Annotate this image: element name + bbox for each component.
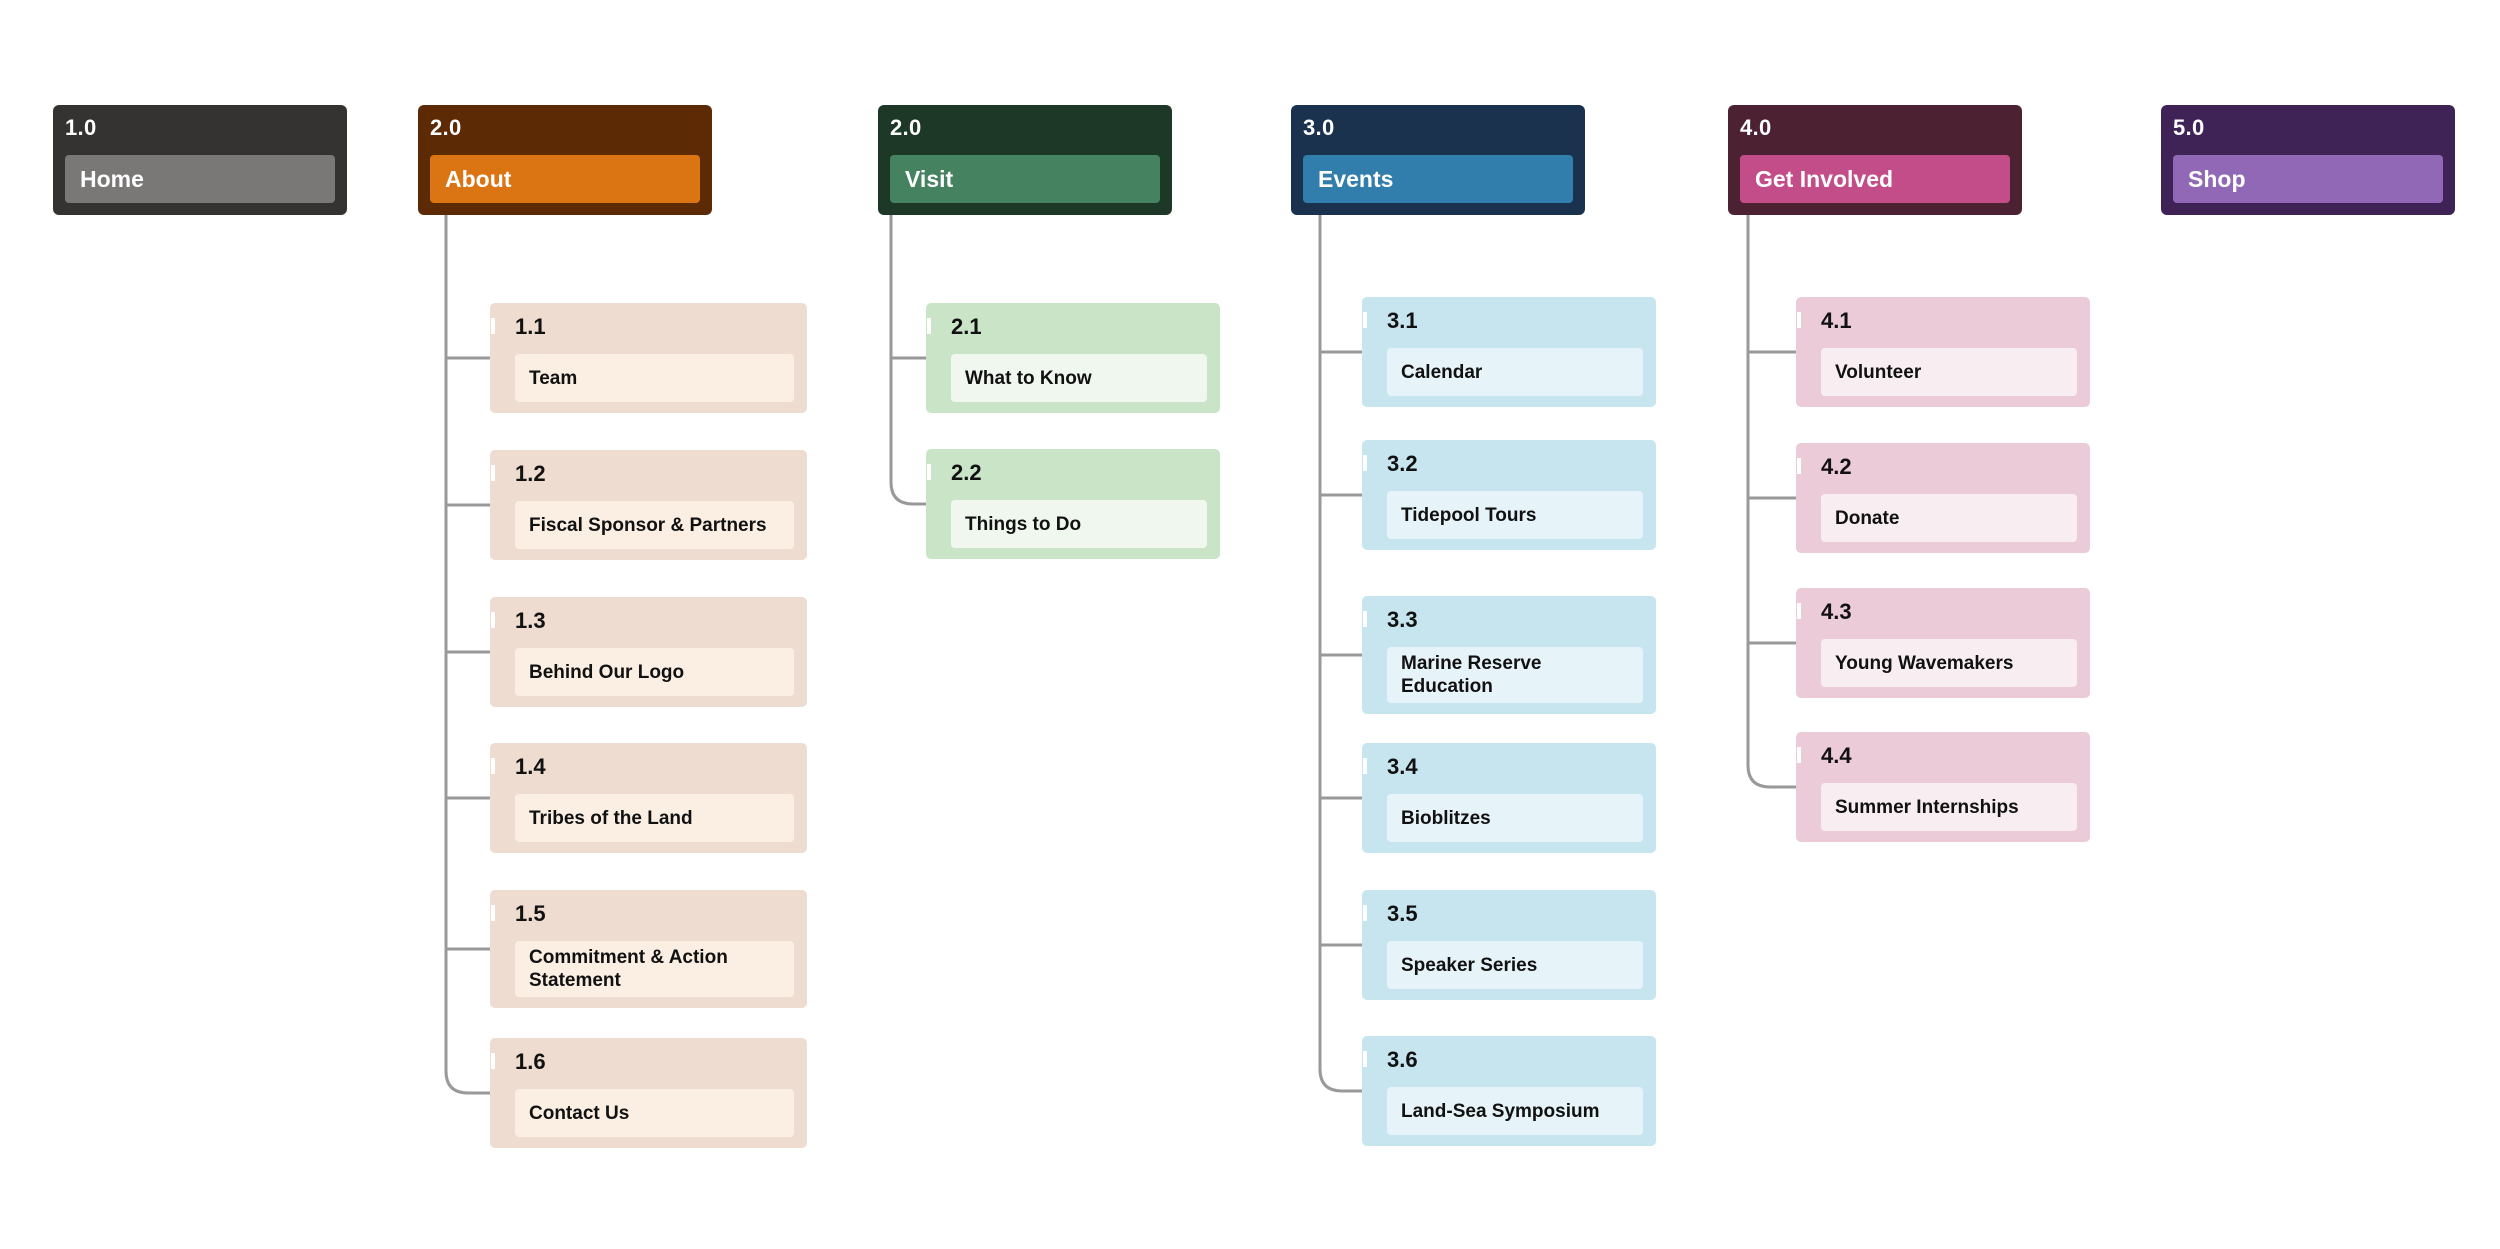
connector-trunk <box>1746 215 1796 789</box>
connector-trunk <box>889 215 926 506</box>
page-label[interactable]: Summer Internships <box>1821 783 2077 831</box>
section-number: 2.0 <box>890 115 922 140</box>
section-number: 1.0 <box>65 115 97 140</box>
card-tab <box>491 758 495 774</box>
page-number: 3.1 <box>1387 308 1418 333</box>
page-label[interactable]: Contact Us <box>515 1089 794 1137</box>
page-label[interactable]: Fiscal Sponsor & Partners <box>515 501 794 549</box>
card-tab <box>1363 1051 1367 1067</box>
connector-trunk <box>444 215 490 1095</box>
card-tab <box>491 905 495 921</box>
card-tab <box>1797 458 1801 474</box>
card-tab <box>1797 312 1801 328</box>
page-number: 4.3 <box>1821 599 1852 624</box>
card-tab <box>491 465 495 481</box>
page-label[interactable]: Tidepool Tours <box>1387 491 1643 539</box>
section-label[interactable]: About <box>430 155 700 203</box>
page-label[interactable]: Bioblitzes <box>1387 794 1643 842</box>
page-label[interactable]: Marine Reserve Education <box>1387 647 1643 703</box>
section-label[interactable]: Events <box>1303 155 1573 203</box>
section-label[interactable]: Home <box>65 155 335 203</box>
page-number: 1.2 <box>515 461 546 486</box>
page-number: 2.1 <box>951 314 982 339</box>
page-number: 4.4 <box>1821 743 1852 768</box>
section-number: 3.0 <box>1303 115 1335 140</box>
card-tab <box>491 612 495 628</box>
page-label[interactable]: Donate <box>1821 494 2077 542</box>
page-number: 3.2 <box>1387 451 1418 476</box>
page-number: 4.1 <box>1821 308 1852 333</box>
page-label[interactable]: Speaker Series <box>1387 941 1643 989</box>
section-number: 5.0 <box>2173 115 2205 140</box>
section-label[interactable]: Get Involved <box>1740 155 2010 203</box>
page-label[interactable]: Tribes of the Land <box>515 794 794 842</box>
page-label[interactable]: Calendar <box>1387 348 1643 396</box>
card-tab <box>1797 747 1801 763</box>
connector-trunk <box>1318 215 1362 1093</box>
page-number: 1.1 <box>515 314 546 339</box>
page-label[interactable]: What to Know <box>951 354 1207 402</box>
card-tab <box>491 1053 495 1069</box>
card-tab <box>491 318 495 334</box>
page-number: 3.6 <box>1387 1047 1418 1072</box>
card-tab <box>1363 455 1367 471</box>
card-tab <box>927 464 931 480</box>
card-tab <box>1363 312 1367 328</box>
page-label[interactable]: Commitment & Action Statement <box>515 941 794 997</box>
page-label[interactable]: Young Wavemakers <box>1821 639 2077 687</box>
card-tab <box>1363 611 1367 627</box>
section-number: 2.0 <box>430 115 462 140</box>
card-tab <box>927 318 931 334</box>
page-number: 3.3 <box>1387 607 1418 632</box>
section-number: 4.0 <box>1740 115 1772 140</box>
page-label[interactable]: Volunteer <box>1821 348 2077 396</box>
card-tab <box>1797 603 1801 619</box>
page-number: 2.2 <box>951 460 982 485</box>
card-tab <box>1363 758 1367 774</box>
page-number: 3.5 <box>1387 901 1418 926</box>
page-label[interactable]: Team <box>515 354 794 402</box>
card-tab <box>1363 905 1367 921</box>
page-number: 1.4 <box>515 754 546 779</box>
page-number: 1.6 <box>515 1049 546 1074</box>
page-number: 1.3 <box>515 608 546 633</box>
page-number: 4.2 <box>1821 454 1852 479</box>
section-label[interactable]: Visit <box>890 155 1160 203</box>
section-label[interactable]: Shop <box>2173 155 2443 203</box>
page-number: 3.4 <box>1387 754 1418 779</box>
page-label[interactable]: Things to Do <box>951 500 1207 548</box>
page-label[interactable]: Behind Our Logo <box>515 648 794 696</box>
page-number: 1.5 <box>515 901 546 926</box>
page-label[interactable]: Land-Sea Symposium <box>1387 1087 1643 1135</box>
